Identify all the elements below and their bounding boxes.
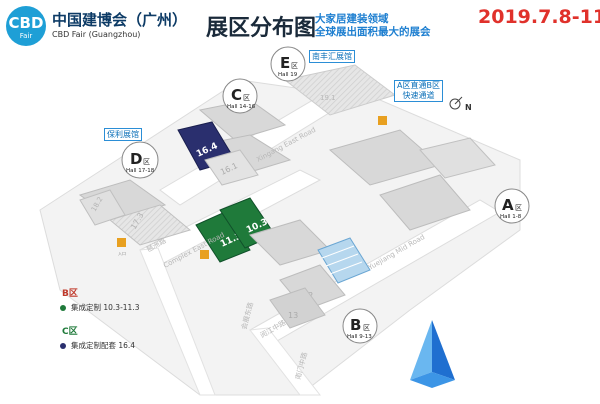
zone-e-letter: E xyxy=(280,54,290,72)
zone-c-letter: C xyxy=(231,86,242,104)
entrance-marker-3 xyxy=(378,116,387,125)
entrance-marker-1: 入口 xyxy=(117,238,126,256)
brand-name-en: CBD Fair (Guangzhou) xyxy=(52,30,141,39)
zone-bubble-a: A 区 Hall 1-8 xyxy=(494,188,530,224)
tag-express-line2: 快速通道 xyxy=(402,91,435,100)
legend-b-text: 集成定制 10.3-11.3 xyxy=(71,303,140,312)
zone-a-suffix: 区 xyxy=(515,204,522,212)
hall-11-3 xyxy=(195,211,251,263)
tag-baoli: 保利展馆 xyxy=(104,128,142,141)
svg-text:入口: 入口 xyxy=(118,251,126,256)
compass-label: N xyxy=(465,103,472,112)
zone-bubble-e: A E 区 Hall 19 xyxy=(270,46,306,82)
compass-icon xyxy=(449,96,463,110)
tag-express: A区直通B区 快速通道 xyxy=(394,80,443,102)
tag-express-line1: A区直通B区 xyxy=(397,81,440,90)
legend-c-zone: C区 xyxy=(62,327,78,337)
hall-13-label: 13 xyxy=(288,311,298,320)
zone-c-suffix: 区 xyxy=(243,94,250,102)
zone-e-suffix: 区 xyxy=(291,62,298,70)
logo-sub: Fair xyxy=(19,32,33,40)
zone-d-letter: D xyxy=(130,150,142,168)
zone-b-hall: Hall 9-13 xyxy=(347,334,372,340)
legend-b-item: 集成定制 10.3-11.3 xyxy=(60,302,140,313)
road-band-south xyxy=(249,327,322,396)
glass-line-2 xyxy=(325,253,359,267)
glass-line-1 xyxy=(321,245,355,259)
glass-line-3 xyxy=(329,261,363,275)
logo-text: CBD xyxy=(8,14,44,32)
hall-18 xyxy=(79,189,126,226)
entrance-marker-2 xyxy=(200,250,209,259)
hall-17 xyxy=(108,204,192,246)
zone-b-letter: B xyxy=(350,316,361,334)
subtitle-line1: 大家居建装领域 xyxy=(315,13,389,25)
zone-d-hall: Hall 17-18 xyxy=(126,168,155,174)
hall-19-label: 19.1 xyxy=(320,94,336,102)
legend-c-item: 集成定制配套 16.4 xyxy=(60,340,135,351)
legend-b-zone: B区 xyxy=(62,289,78,299)
brand-name-cn: 中国建博会（广州） xyxy=(52,11,188,29)
hall-13 xyxy=(269,287,326,329)
cbd-logo: CBD Fair xyxy=(6,6,46,46)
event-date: 2019.7.8-11 xyxy=(478,6,600,28)
pyramid-logo xyxy=(410,320,455,388)
zone-c-hall: Hall 14-16 xyxy=(227,104,256,110)
zone-a-letter: A xyxy=(502,196,514,214)
zone-e-hall: Hall 19 xyxy=(278,72,298,78)
subtitle-line2: 全球展出面积最大的展会 xyxy=(315,26,431,38)
page-title: 展区分布图 xyxy=(206,16,317,41)
zone-a-hall: Hall 1-8 xyxy=(500,214,522,220)
zone-bubble-b: B 区 Hall 9-13 xyxy=(342,308,378,344)
road-band-huizhan xyxy=(139,247,216,396)
glass-building xyxy=(317,237,371,284)
hall-a-block-3 xyxy=(419,137,496,179)
hall-a-block-2 xyxy=(379,174,471,231)
zone-bubble-c: C 区 Hall 14-16 xyxy=(222,78,258,114)
zone-b-suffix: 区 xyxy=(363,324,370,332)
zone-bubble-d: D 区 Hall 17-18 xyxy=(121,141,159,179)
zone-d-suffix: 区 xyxy=(143,158,150,166)
legend-b-dot xyxy=(60,305,66,311)
hall-16-1 xyxy=(204,149,259,186)
tag-nanfeng: 南丰汇展馆 xyxy=(309,50,355,63)
legend-c-text: 集成定制配套 16.4 xyxy=(71,341,136,350)
legend-c-dot xyxy=(60,343,66,349)
